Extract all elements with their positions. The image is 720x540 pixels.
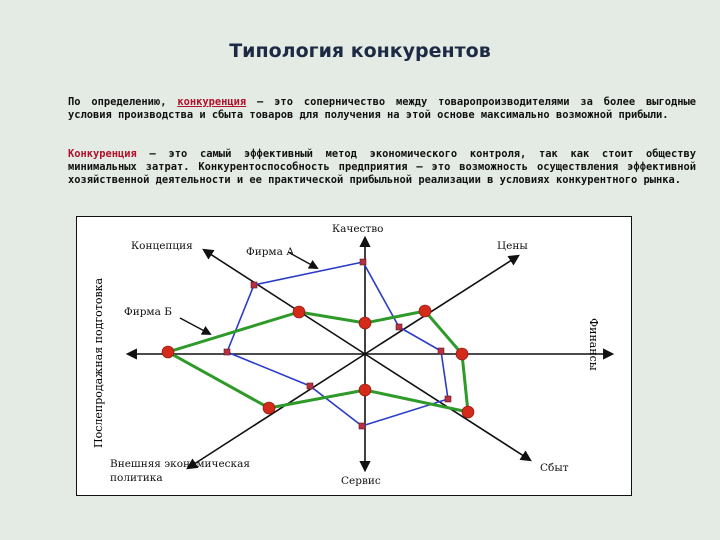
firm-b-label: Фирма Б xyxy=(124,306,172,318)
firm-a-markers xyxy=(223,258,452,430)
competition-rest: – это самый эффективный метод экономичес… xyxy=(68,148,696,187)
firm-b-marker xyxy=(358,316,372,330)
firm-b-marker xyxy=(461,405,475,419)
axis-label-after-sales: Послепродажная подготовка xyxy=(92,277,105,448)
definition-term: конкуренция xyxy=(177,96,247,108)
firm-b-marker xyxy=(418,304,432,318)
firm-b-polygon xyxy=(164,309,470,414)
firm-a-marker xyxy=(359,258,367,266)
axis-label-external: Внешняя экономическая политика xyxy=(110,458,251,484)
firm-a-marker xyxy=(306,382,314,390)
firm-b-marker xyxy=(161,345,175,359)
axis-concept xyxy=(202,248,366,355)
firm-a-label: Фирма А xyxy=(246,246,295,258)
competition-paragraph: Конкуренция – это самый эффективный мето… xyxy=(68,148,696,188)
axis-label-finance: Финансы xyxy=(587,318,600,371)
definition-rest: – это соперничество между товаропроизвод… xyxy=(68,96,696,122)
axis-label-service: Сервис xyxy=(341,475,381,487)
definition-paragraph: По определению, конкуренция – это соперн… xyxy=(68,96,696,122)
firm-b-marker xyxy=(292,305,306,319)
page-title: Типология конкурентов xyxy=(229,40,491,62)
firm-b-marker xyxy=(358,383,372,397)
firm-b-markers xyxy=(161,304,475,419)
firm-a-marker xyxy=(437,347,445,355)
axis-label-prices: Цены xyxy=(497,240,528,252)
firm-a-marker xyxy=(444,395,452,403)
axis-prices xyxy=(364,254,520,355)
axis-label-quality: Качество xyxy=(332,223,384,235)
firm-b-marker xyxy=(455,347,469,361)
axis-label-sales: Сбыт xyxy=(540,462,569,474)
definition-lead: По определению, xyxy=(68,96,178,108)
firm-b-pointer xyxy=(179,317,212,335)
firm-a-marker xyxy=(223,348,231,356)
firm-a-marker xyxy=(250,281,258,289)
axis-external xyxy=(186,353,366,470)
firm-b-marker xyxy=(262,401,276,415)
firm-a-marker xyxy=(358,422,366,430)
axes xyxy=(125,235,615,473)
competition-term: Конкуренция xyxy=(68,148,137,160)
firm-a-pointer xyxy=(287,251,319,269)
axis-label-concept: Концепция xyxy=(131,240,193,252)
firm-a-marker xyxy=(395,323,403,331)
